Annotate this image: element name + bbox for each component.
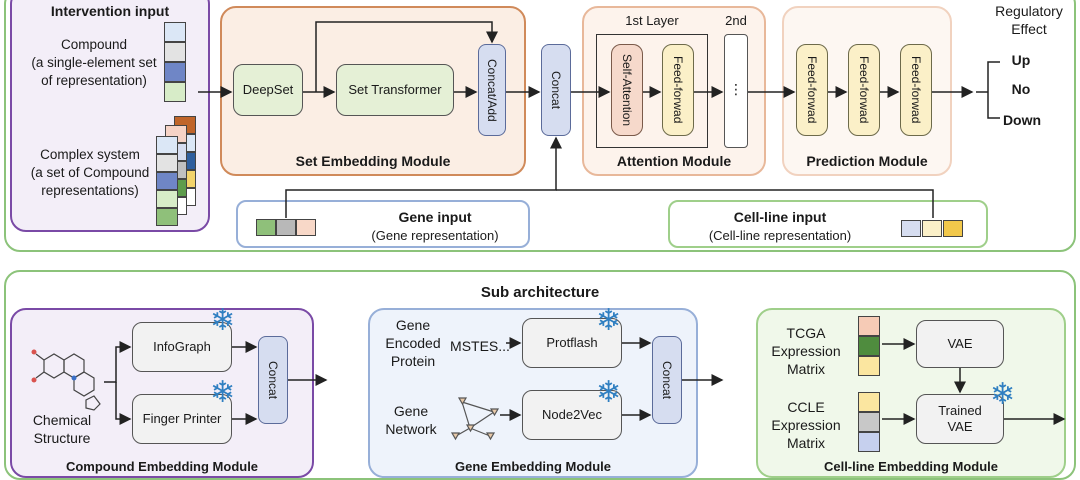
gene-input-subtitle: (Gene representation) (371, 228, 499, 243)
protflash-box (522, 318, 622, 368)
gene-network-label: Gene Network (385, 403, 437, 437)
concat-add-box: Concat/Add (478, 44, 506, 136)
first-layer-frame (596, 34, 708, 148)
effect-up: Up (1011, 52, 1031, 68)
cell-line-embedding-title: Cell-line Embedding Module (823, 459, 999, 474)
cell-line-input-subtitle: (Cell-line representation) (708, 228, 852, 243)
cell-vector-cell-3 (943, 220, 963, 237)
sub-architecture-title: Sub architecture (480, 284, 600, 301)
attention-feed-forward-box: Feed-forwad (662, 44, 694, 136)
set-embedding-title: Set Embedding Module (295, 153, 451, 169)
cell-line-embedding-module (756, 308, 1066, 478)
trained-vae-box (916, 394, 1004, 444)
second-layer-label: 2nd (725, 13, 747, 28)
node2vec-box (522, 390, 622, 440)
set-transformer-label: Set Transformer (348, 82, 442, 97)
attention-title: Attention Module (616, 153, 732, 169)
gene-vector-cell-2 (276, 219, 296, 236)
snowflake-icon: ❄ (596, 376, 622, 409)
molecule-icon (31, 349, 101, 411)
chemical-structure-label: Chemical Structure (32, 412, 92, 446)
network-icon (450, 397, 500, 441)
deepset-label: DeepSet (242, 82, 294, 97)
cell-vector-cell-2 (922, 220, 942, 237)
snowflake-icon: ❄ (210, 376, 236, 409)
compound-embedding-title: Compound Embedding Module (65, 459, 259, 474)
effect-no: No (1011, 81, 1031, 97)
gene-encoded-protein-label: Gene Encoded Protein (385, 317, 441, 369)
cell-vector-cell-1 (901, 220, 921, 237)
infograph-label: InfoGraph (153, 339, 211, 354)
mstes-label: MSTES... (450, 338, 510, 354)
set-transformer-box (336, 64, 454, 116)
prediction-ff2-box: Feed-forwad (848, 44, 880, 136)
tcga-vector (858, 316, 880, 376)
prediction-ff1-box: Feed-forwad (796, 44, 828, 136)
node2vec-label: Node2Vec (542, 407, 602, 422)
gene-concat-box: Concat (652, 336, 682, 424)
vae-box (916, 320, 1004, 368)
second-layer-box (724, 34, 748, 148)
snowflake-icon: ❄ (210, 304, 236, 337)
complex-vector-front (156, 136, 178, 226)
second-layer-dots: ⋮ (729, 81, 743, 97)
effect-down: Down (1002, 112, 1042, 128)
prediction-ff3-box: Feed-forwad (900, 44, 932, 136)
prediction-title: Prediction Module (806, 153, 928, 169)
ccle-vector (858, 392, 880, 452)
gene-vector-cell-3 (296, 219, 316, 236)
main-architecture-panel (4, 0, 1076, 252)
ccle-label: CCLE Expression Matrix (771, 399, 841, 451)
snowflake-icon: ❄ (990, 378, 1016, 411)
compound-vector (164, 22, 186, 102)
self-attention-box: Self-Attention (611, 44, 643, 136)
gene-vector-cell-1 (256, 219, 276, 236)
gene-input-title: Gene input (398, 209, 472, 225)
cell-line-input-title: Cell-line input (733, 209, 827, 225)
tcga-label: TCGA Expression Matrix (771, 325, 841, 377)
protflash-label: Protflash (546, 335, 598, 350)
cell-line-input-panel (668, 200, 988, 248)
infograph-box (132, 322, 232, 372)
compound-concat-box: Concat (258, 336, 288, 424)
concat-main-box: Concat (541, 44, 571, 136)
connector-layer (31, 21, 1066, 441)
snowflake-icon: ❄ (596, 304, 622, 337)
regulatory-effect-label: Regulatory Effect (995, 3, 1063, 37)
gene-embedding-title: Gene Embedding Module (454, 459, 611, 474)
finger-printer-box (132, 394, 232, 444)
first-layer-label: 1st Layer (625, 13, 679, 28)
finger-printer-label: Finger Printer (142, 411, 222, 426)
vae-label: VAE (947, 336, 973, 351)
complex-label: Complex system (a set of Compound repres… (30, 147, 150, 198)
deepset-box (233, 64, 303, 116)
intervention-title: Intervention input (50, 3, 170, 19)
trained-vae-label: Trained VAE (938, 403, 982, 434)
compound-label: Compound (a single-element set of repres… (31, 37, 157, 88)
